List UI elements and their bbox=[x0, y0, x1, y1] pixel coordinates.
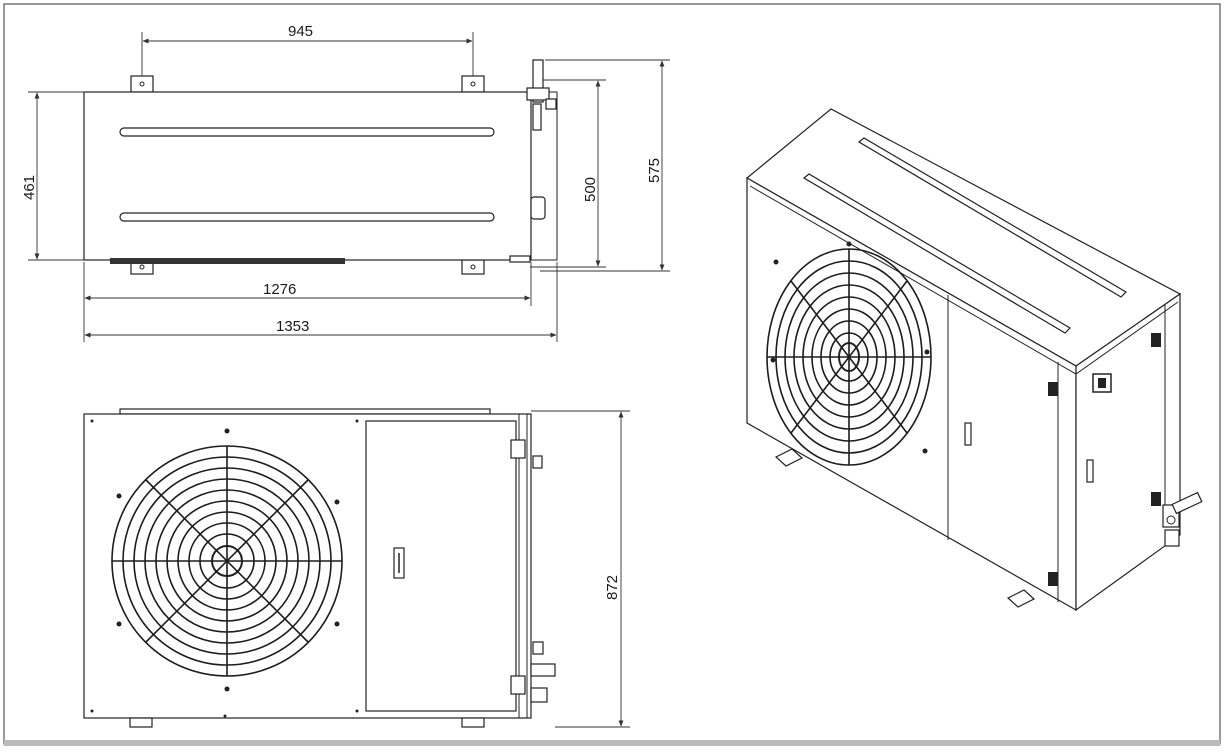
top-view-body bbox=[83, 91, 532, 261]
foot-right bbox=[461, 717, 485, 728]
dim-label-461: 461 bbox=[21, 175, 38, 200]
service-valve-top bbox=[532, 59, 544, 103]
bracket-top-right bbox=[461, 75, 485, 93]
hinge-top bbox=[510, 439, 526, 459]
valve-fitting-lower bbox=[530, 687, 548, 703]
iso-top-slot-1 bbox=[802, 173, 1071, 334]
dim-label-1276: 1276 bbox=[263, 281, 296, 298]
service-valve-side bbox=[530, 196, 546, 220]
hinge-bottom bbox=[510, 675, 526, 695]
iso-handle-1 bbox=[964, 422, 972, 446]
access-panel bbox=[365, 420, 517, 712]
iso-hinge-2 bbox=[1048, 572, 1058, 586]
dim-label-575: 575 bbox=[646, 158, 663, 183]
top-view: 945 461 500 575 1276 1353 bbox=[21, 23, 670, 342]
top-slot-upper bbox=[119, 127, 495, 137]
iso-foot-2 bbox=[1006, 589, 1036, 608]
iso-side-face bbox=[1075, 292, 1181, 612]
dim-label-1353: 1353 bbox=[276, 318, 309, 335]
dim-label-872: 872 bbox=[604, 575, 621, 600]
front-view: 872 bbox=[83, 408, 630, 728]
iso-foot-1 bbox=[774, 448, 804, 467]
iso-top-slot-2 bbox=[857, 137, 1127, 298]
top-slot-lower bbox=[119, 212, 495, 222]
dim-label-500: 500 bbox=[582, 177, 599, 202]
fan-grille-iso bbox=[766, 241, 932, 466]
fan-grille-front bbox=[111, 428, 343, 692]
iso-hinge-1 bbox=[1048, 382, 1058, 396]
foot-left bbox=[129, 717, 153, 728]
bracket-bottom-right bbox=[461, 259, 485, 275]
iso-valve-assembly bbox=[1162, 491, 1203, 547]
iso-handle-2 bbox=[1086, 459, 1094, 483]
dim-label-945: 945 bbox=[288, 23, 313, 40]
bracket-top-left bbox=[130, 75, 154, 93]
isometric-view bbox=[745, 108, 1203, 612]
valve-fitting-upper bbox=[530, 663, 556, 677]
